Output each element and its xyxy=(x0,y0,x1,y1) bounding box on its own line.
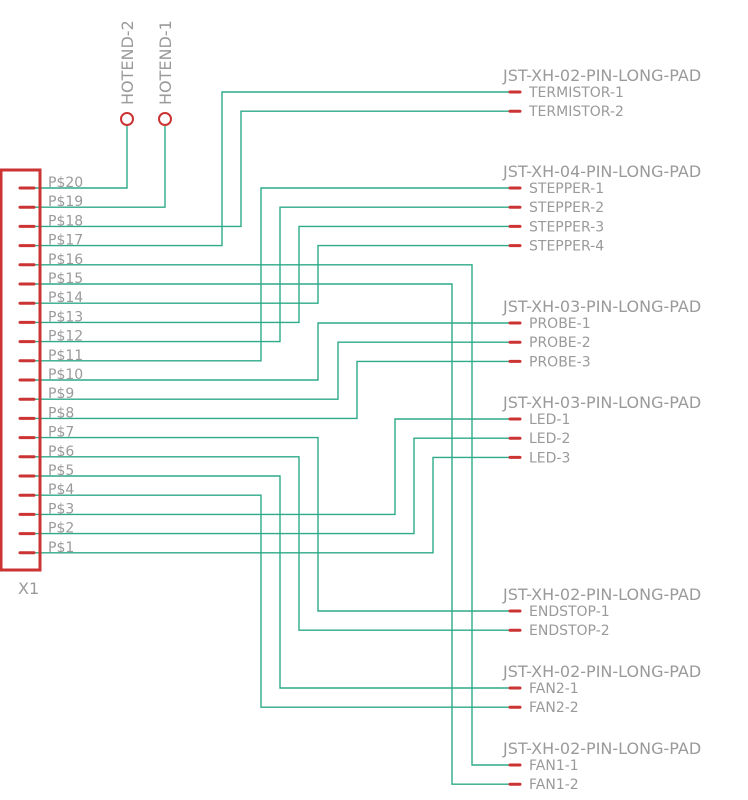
header-x1-body xyxy=(0,168,42,572)
connector-title: JST-XH-02-PIN-LONG-PAD xyxy=(502,662,701,681)
hotend-pad-label: HOTEND-1 xyxy=(156,20,175,105)
connector-pin-label: STEPPER-2 xyxy=(529,200,604,216)
connector-termistor: JST-XH-02-PIN-LONG-PADTERMISTOR-1TERMIST… xyxy=(502,66,701,120)
wire-p9-probe-2 xyxy=(34,341,510,400)
connector-pin-label: PROBE-1 xyxy=(529,316,591,332)
wire-p15-fan1-2 xyxy=(34,283,510,785)
header-pin-label: P$12 xyxy=(48,329,83,345)
wire-p16-fan1-1 xyxy=(34,264,510,766)
wire-p6-endstop-2 xyxy=(34,456,510,631)
header-pin-label: P$14 xyxy=(48,290,83,306)
header-pin-label: P$20 xyxy=(48,175,83,191)
header-x1: X1 P$20P$19P$18P$17P$16P$15P$14P$13P$12P… xyxy=(0,168,83,598)
hotend-pad-hotend-2 xyxy=(120,112,134,126)
connector-pin-label: LED-1 xyxy=(529,412,570,428)
connector-pin-label: FAN1-2 xyxy=(529,777,579,793)
header-pin-label: P$19 xyxy=(48,194,83,210)
header-pin-label: P$2 xyxy=(48,521,74,537)
header-pin-label: P$15 xyxy=(48,271,83,287)
wire-p7-endstop-1 xyxy=(34,436,510,612)
wire-p1-led-3 xyxy=(34,456,510,554)
wire-p10-probe-1 xyxy=(34,322,510,381)
wire-p11-stepper-1 xyxy=(34,187,510,362)
wire-p5-fan2-1 xyxy=(34,475,510,689)
wire-layer xyxy=(34,91,510,785)
header-pin-label: P$6 xyxy=(48,444,74,460)
header-pin-label: P$4 xyxy=(48,482,74,498)
connector-title: JST-XH-02-PIN-LONG-PAD xyxy=(502,66,701,85)
hotend-pads: HOTEND-2 HOTEND-1 xyxy=(118,20,175,126)
connector-title: JST-XH-03-PIN-LONG-PAD xyxy=(502,393,701,412)
header-pin-label: P$5 xyxy=(48,463,74,479)
wire-p19-hotend-1 xyxy=(34,125,166,208)
header-pin-label: P$17 xyxy=(48,233,83,249)
connector-pin-label: TERMISTOR-2 xyxy=(528,104,624,120)
hotend-pad-hotend-1 xyxy=(158,112,172,126)
wire-p8-probe-3 xyxy=(34,360,510,420)
wire-p3-led-1 xyxy=(34,418,510,516)
wire-p18-termistor-2 xyxy=(34,110,510,228)
header-pin-label: P$10 xyxy=(48,367,83,383)
header-pin-label: P$16 xyxy=(48,252,83,268)
wire-p4-fan2-2 xyxy=(34,494,510,708)
header-pin-label: P$11 xyxy=(48,348,83,364)
connector-title: JST-XH-04-PIN-LONG-PAD xyxy=(502,162,701,181)
connector-pin-label: FAN2-2 xyxy=(529,700,579,716)
wire-p2-led-2 xyxy=(34,437,510,535)
connector-pin-label: STEPPER-1 xyxy=(529,181,604,197)
header-pin-label: P$3 xyxy=(48,501,74,517)
wire-p14-stepper-4 xyxy=(34,244,510,304)
hotend-pad-label: HOTEND-2 xyxy=(118,20,137,105)
header-pin-label: P$13 xyxy=(48,309,83,325)
connector-stepper: JST-XH-04-PIN-LONG-PADSTEPPER-1STEPPER-2… xyxy=(502,162,701,255)
connector-pin-label: PROBE-2 xyxy=(529,335,591,351)
header-x1-ref: X1 xyxy=(18,579,39,598)
wire-p20-hotend-2 xyxy=(34,125,128,189)
header-pin-label: P$7 xyxy=(48,425,74,441)
connector-title: JST-XH-03-PIN-LONG-PAD xyxy=(502,297,701,316)
connector-pin-label: PROBE-3 xyxy=(529,354,591,370)
wire-p12-stepper-2 xyxy=(34,206,510,343)
connector-layer: JST-XH-02-PIN-LONG-PADTERMISTOR-1TERMIST… xyxy=(502,66,701,793)
connector-pin-label: FAN2-1 xyxy=(529,681,579,697)
connector-title: JST-XH-02-PIN-LONG-PAD xyxy=(502,739,701,758)
connector-pin-label: TERMISTOR-1 xyxy=(528,85,624,101)
header-pin-label: P$9 xyxy=(48,386,74,402)
connector-probe: JST-XH-03-PIN-LONG-PADPROBE-1PROBE-2PROB… xyxy=(502,297,701,370)
connector-pin-label: STEPPER-4 xyxy=(529,239,604,255)
header-pin-label: P$8 xyxy=(48,405,74,421)
connector-pin-label: LED-2 xyxy=(529,431,570,447)
connector-pin-label: LED-3 xyxy=(529,450,570,466)
wire-p17-termistor-1 xyxy=(34,91,510,247)
header-pin-label: P$1 xyxy=(48,540,74,556)
wire-p13-stepper-3 xyxy=(34,225,510,324)
connector-title: JST-XH-02-PIN-LONG-PAD xyxy=(502,585,701,604)
connector-pin-label: STEPPER-3 xyxy=(529,219,604,235)
connector-pin-label: ENDSTOP-1 xyxy=(529,604,610,620)
connector-pin-label: ENDSTOP-2 xyxy=(529,623,610,639)
connector-pin-label: FAN1-1 xyxy=(529,758,579,774)
header-pin-label: P$18 xyxy=(48,213,83,229)
